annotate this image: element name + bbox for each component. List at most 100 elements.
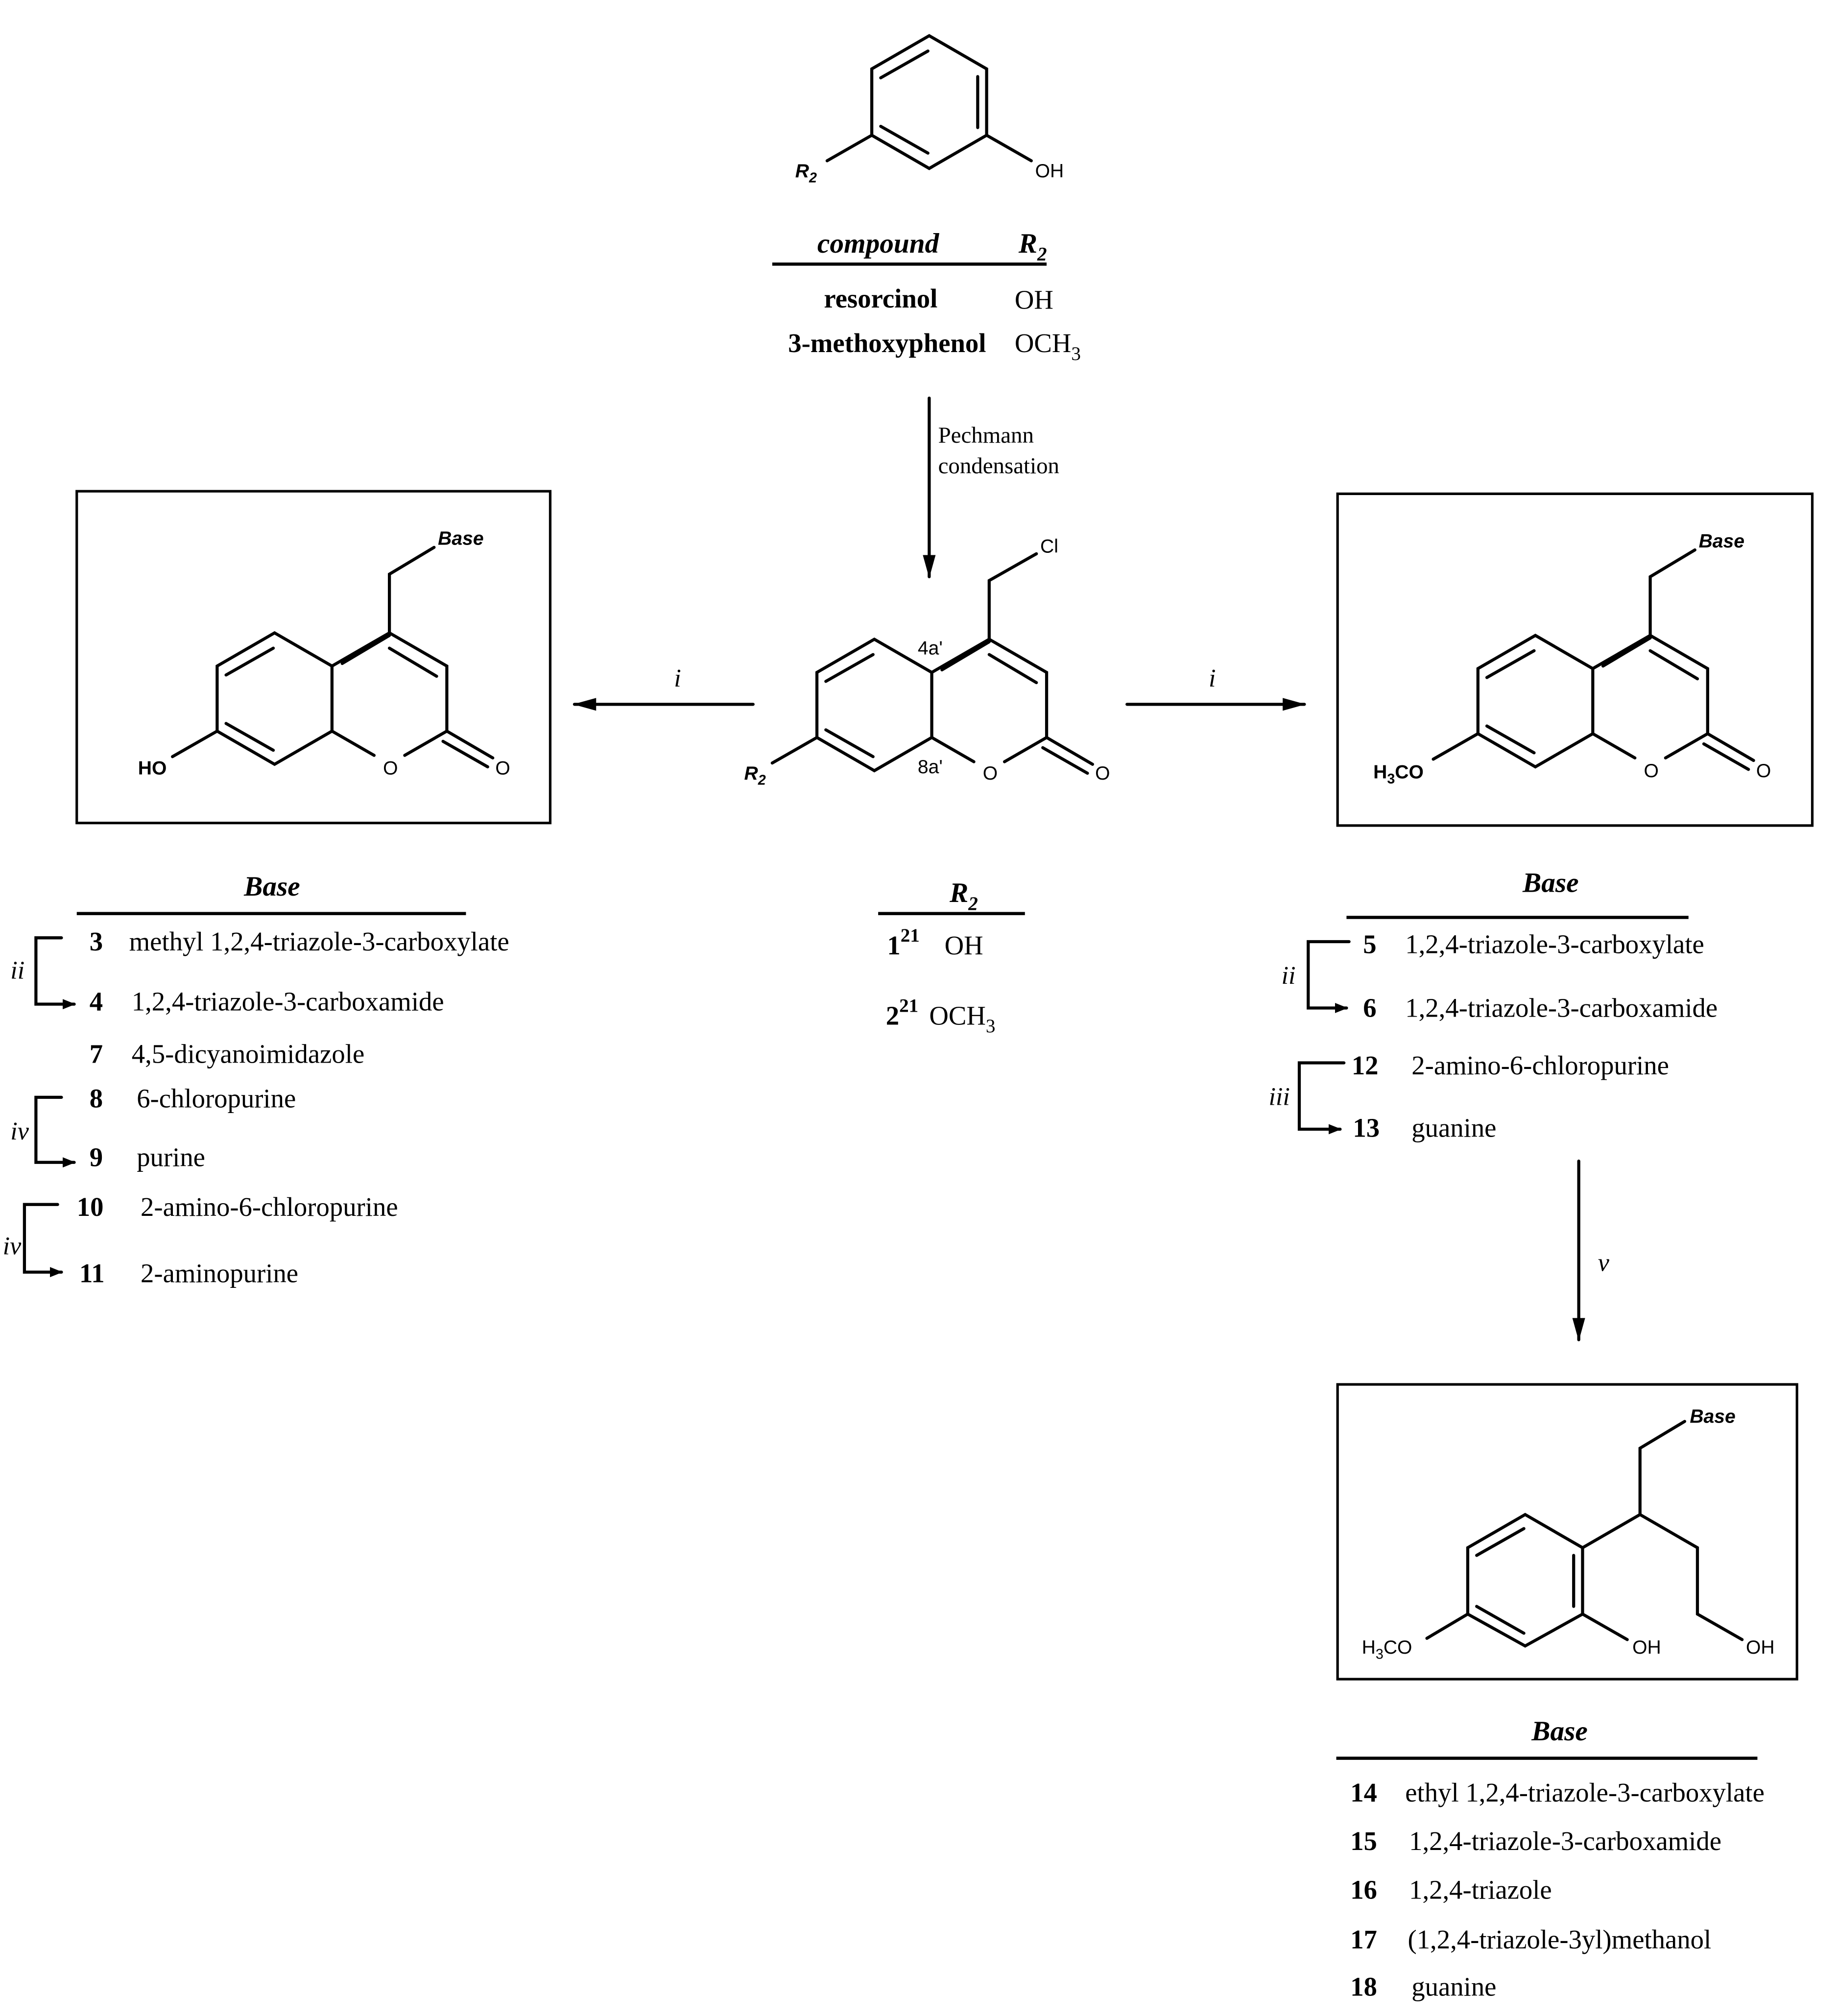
compound-number: 14 (1350, 1778, 1377, 1807)
reduced-product-box (1336, 1383, 1798, 1681)
list-item: 10 2-amino-6-chloropurine (77, 1192, 398, 1222)
compound-name: ethyl 1,2,4-triazole-3-carboxylate (1405, 1778, 1765, 1807)
compound-name: methyl 1,2,4-triazole-3-carboxylate (129, 926, 509, 956)
compound-number: 12 (1352, 1050, 1379, 1080)
compound-number: 221 (886, 995, 918, 1030)
base-label: Base (1690, 1406, 1735, 1427)
compound-name: 2-amino-6-chloropurine (1411, 1050, 1669, 1080)
compound-number: 121 (887, 925, 919, 960)
list-item: 12 2-amino-6-chloropurine (1352, 1050, 1669, 1080)
list-item: 4 1,2,4-triazole-3-carboxamide (90, 987, 444, 1017)
h3co-label: H3CO (1373, 761, 1424, 786)
compound-name: 1,2,4-triazole-3-carboxamide (132, 987, 444, 1017)
compound-name: 2-aminopurine (141, 1258, 298, 1288)
step-label: ii (10, 957, 24, 985)
carbonyl-oxygen-label: O (1095, 763, 1110, 784)
compound-number: 18 (1350, 1971, 1377, 2001)
compound-number: 17 (1350, 1924, 1377, 1954)
position-8a-label: 8a' (918, 757, 943, 778)
compound-number: 15 (1350, 1826, 1377, 1856)
right-product-box (1336, 492, 1814, 827)
reduced-base-list: Base 14 ethyl 1,2,4-triazole-3-carboxylat… (1336, 1716, 1765, 2001)
r2-value: OCH3 (1015, 328, 1081, 364)
compound-number: 16 (1350, 1874, 1377, 1904)
list-item: 16 1,2,4-triazole (1350, 1874, 1552, 1904)
cl-label: Cl (1040, 536, 1058, 557)
phenol-structure: R2 OH (795, 34, 1064, 186)
alcohol-oh-label: OH (1746, 1637, 1775, 1658)
step-i-label: i (674, 664, 681, 692)
pechmann-label: Pechmann (938, 423, 1034, 448)
compound-number: 8 (90, 1084, 103, 1114)
intermediate-r2-table: R2 121 OH 221 OCH3 (878, 878, 1025, 1037)
base-label: Base (1699, 531, 1744, 552)
r2-value: OH (1015, 285, 1053, 315)
ring-oxygen-label: O (383, 758, 398, 779)
hydroxycoumarin-structure: Base HO O O (138, 528, 510, 779)
r2-value: OH (945, 930, 983, 960)
step-label: iii (1268, 1083, 1289, 1111)
compound-number: 11 (79, 1258, 105, 1288)
compound-name: 6-chloropurine (137, 1084, 296, 1114)
ring-oxygen-label: O (983, 763, 998, 784)
list-item: 17 (1,2,4-triazole-3yl)methanol (1350, 1924, 1711, 1954)
header-r2: R2 (949, 878, 978, 914)
compound-number: 5 (1363, 929, 1376, 959)
compound-name: resorcinol (824, 284, 937, 313)
h3co-label: H3CO (1362, 1637, 1412, 1662)
step-iv-bracket-arrow (34, 1095, 76, 1168)
list-item: 15 1,2,4-triazole-3-carboxamide (1350, 1826, 1721, 1856)
step-iii-bracket-arrow (1297, 1061, 1346, 1135)
compound-name: 1,2,4-triazole-3-carboxylate (1405, 929, 1704, 959)
step-ii-bracket-arrow (1307, 940, 1351, 1013)
compound-name: 1,2,4-triazole-3-carboxamide (1409, 1826, 1721, 1856)
step-label: iv (3, 1232, 22, 1260)
chloromethyl-coumarin-structure: Cl 4a' 8a' O O R2 (744, 536, 1110, 788)
list-item: 18 guanine (1350, 1971, 1496, 2001)
compound-name: (1,2,4-triazole-3yl)methanol (1408, 1924, 1711, 1954)
carbonyl-oxygen-label: O (495, 758, 510, 779)
r2-label: R2 (744, 763, 766, 788)
header-r2: R2 (1018, 228, 1047, 265)
compound-number: 9 (90, 1142, 103, 1172)
left-product-box (75, 490, 552, 825)
header-compound: compound (817, 228, 940, 259)
compound-name: 2-amino-6-chloropurine (141, 1192, 398, 1222)
list-header: Base (1522, 867, 1579, 898)
list-item: 14 ethyl 1,2,4-triazole-3-carboxylate (1350, 1778, 1765, 1807)
carbonyl-oxygen-label: O (1756, 760, 1771, 782)
compound-number: 4 (90, 987, 103, 1017)
compound-name: 1,2,4-triazole (1409, 1874, 1552, 1904)
compound-name: 1,2,4-triazole-3-carboxamide (1405, 993, 1718, 1023)
compound-number: 10 (77, 1192, 104, 1222)
ho-label: HO (138, 758, 167, 779)
base-label: Base (438, 528, 483, 549)
step-ii-bracket-arrow (34, 936, 76, 1010)
reduced-product-structure: Base H3CO OH OH (1362, 1406, 1775, 1662)
position-4a-label: 4a' (918, 638, 943, 659)
step-label: iv (10, 1117, 29, 1145)
list-item: 8 6-chloropurine (90, 1084, 296, 1114)
methoxycoumarin-structure: Base H3CO O O (1373, 531, 1771, 787)
list-item: 11 2-aminopurine (79, 1258, 298, 1288)
oh-label: OH (1035, 161, 1064, 182)
step-label: ii (1282, 962, 1296, 990)
r2-label: R2 (795, 161, 817, 186)
ring-oxygen-label: O (1644, 760, 1659, 782)
compound-name: 3-methoxyphenol (788, 328, 986, 358)
compound-name: 4,5-dicyanoimidazole (132, 1039, 364, 1069)
list-header: Base (1531, 1716, 1588, 1747)
step-iv-bracket-arrow (23, 1203, 63, 1278)
step-i-label: i (1209, 664, 1216, 692)
phenol-oh-label: OH (1632, 1637, 1661, 1658)
starting-material-table: compound R2 resorcinol OH 3-methoxypheno… (772, 228, 1081, 364)
compound-name: guanine (1411, 1971, 1496, 2001)
compound-number: 13 (1353, 1113, 1380, 1143)
